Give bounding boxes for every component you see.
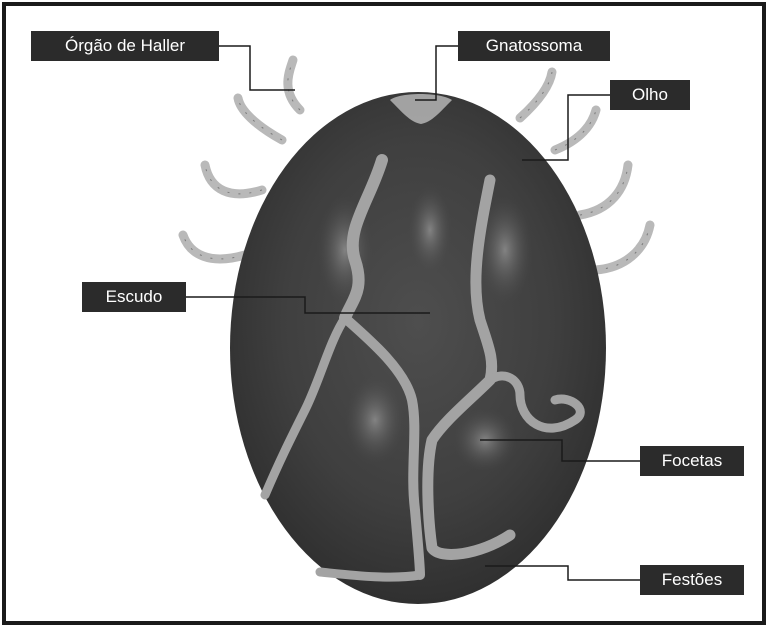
- label-gnatossoma: Gnatossoma: [458, 31, 610, 61]
- label-focetas: Focetas: [640, 446, 744, 476]
- label-festoes: Festões: [640, 565, 744, 595]
- label-orgao-de-haller: Órgão de Haller: [31, 31, 219, 61]
- label-escudo: Escudo: [82, 282, 186, 312]
- label-olho: Olho: [610, 80, 690, 110]
